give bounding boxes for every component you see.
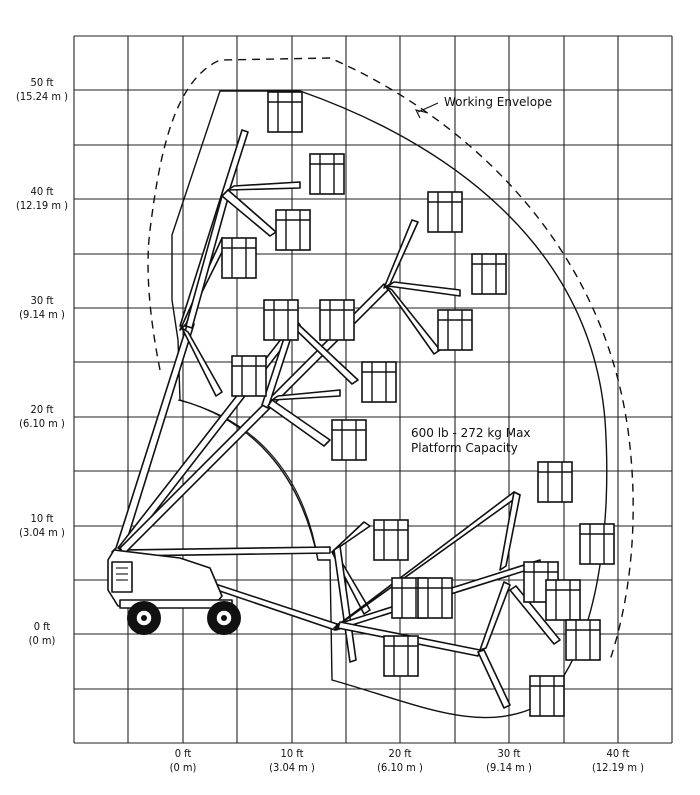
platform-9 [437, 309, 473, 351]
platform-1 [267, 91, 303, 133]
y-tick-40-ft: 40 ft [31, 185, 54, 198]
y-tick-30-m: (9.14 m ) [19, 308, 65, 321]
x-tick-30-ft: 30 ft [498, 747, 521, 760]
x-tick-30-m: (9.14 m ) [486, 761, 532, 774]
platform-22 [529, 675, 565, 717]
platform-17 [417, 577, 453, 619]
y-tick-10-ft: 10 ft [31, 512, 54, 525]
working-envelope-outline [171, 90, 608, 719]
platform-4 [221, 237, 257, 279]
jib-sections [179, 129, 561, 709]
platform-12 [331, 419, 367, 461]
y-axis-labels: 50 ft (15.24 m ) 40 ft (12.19 m ) 30 ft … [16, 76, 68, 647]
x-axis-labels: 0 ft (0 m) 10 ft (3.04 m ) 20 ft (6.10 m… [170, 747, 645, 774]
y-tick-10-m: (3.04 m ) [19, 526, 65, 539]
x-tick-40-ft: 40 ft [607, 747, 630, 760]
platform-3 [275, 209, 311, 251]
platform-13 [537, 461, 573, 503]
machine-base [107, 549, 233, 609]
platform-10 [231, 355, 267, 397]
x-tick-0-m: (0 m) [170, 761, 197, 774]
x-tick-20-m: (6.10 m ) [377, 761, 423, 774]
platform-7 [263, 299, 299, 341]
platform-21 [383, 635, 419, 677]
platform-19 [545, 579, 581, 621]
platform-6 [471, 253, 507, 295]
y-tick-0-m: (0 m) [29, 634, 56, 647]
envelope-arrow-icon [414, 109, 429, 119]
platform-8 [319, 299, 355, 341]
capacity-label-line1: 600 lb - 272 kg Max [411, 426, 531, 440]
y-tick-20-ft: 20 ft [31, 403, 54, 416]
y-tick-40-m: (12.19 m ) [16, 199, 68, 212]
platform-15 [579, 523, 615, 565]
platform-11 [361, 361, 397, 403]
y-tick-20-m: (6.10 m ) [19, 417, 65, 430]
x-tick-0-ft: 0 ft [175, 747, 192, 760]
platform-20 [565, 619, 601, 661]
platforms [221, 91, 615, 717]
y-tick-30-ft: 30 ft [31, 294, 54, 307]
x-tick-10-m: (3.04 m ) [269, 761, 315, 774]
wheels [127, 601, 241, 635]
x-tick-40-m: (12.19 m ) [592, 761, 644, 774]
y-tick-50-ft: 50 ft [31, 76, 54, 89]
working-envelope-label: Working Envelope [444, 95, 552, 109]
y-tick-50-m: (15.24 m ) [16, 90, 68, 103]
envelope-arrow-line [417, 102, 439, 113]
platform-5 [427, 191, 463, 233]
riser-limit-line [177, 399, 319, 561]
x-tick-20-ft: 20 ft [389, 747, 412, 760]
capacity-label-line2: Platform Capacity [411, 441, 518, 455]
working-envelope-dashed [147, 57, 634, 661]
y-tick-0-ft: 0 ft [34, 620, 51, 633]
platform-14 [373, 519, 409, 561]
x-tick-10-ft: 10 ft [281, 747, 304, 760]
platform-2 [309, 153, 345, 195]
